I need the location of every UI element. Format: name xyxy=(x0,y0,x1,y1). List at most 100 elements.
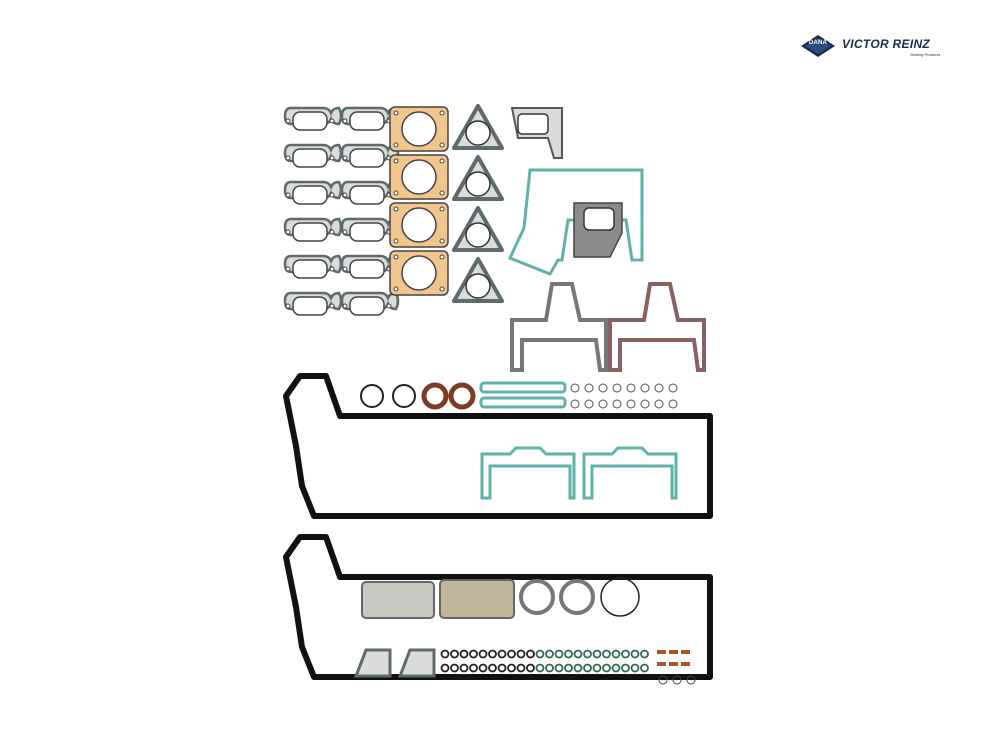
valve-stem-seal xyxy=(516,663,526,673)
manifold-gasket-port xyxy=(349,259,385,279)
bolt-hole xyxy=(439,238,445,244)
lower-cover-gasket-left xyxy=(510,282,608,372)
manifold-gasket xyxy=(283,217,343,242)
valve-stem-seal xyxy=(478,663,488,673)
valve-stem-seal xyxy=(573,663,583,673)
triangular-gasket-bore xyxy=(465,120,491,146)
bolt-hole xyxy=(342,118,348,124)
valve-cover-gasket-upper xyxy=(283,373,713,519)
valve-stem-seal xyxy=(488,649,497,659)
throttle-gasket xyxy=(439,579,515,619)
bolt-hole xyxy=(342,192,348,198)
fiber-gasket-bore xyxy=(401,111,437,147)
small-seals-and-rings xyxy=(353,381,696,685)
valve-stem-seal xyxy=(507,663,516,673)
copper-washer xyxy=(669,650,678,654)
fiber-flange-gasket xyxy=(389,154,449,200)
manifold-gasket-port xyxy=(292,148,328,168)
round-flange-gasket xyxy=(519,579,555,615)
small-o-ring xyxy=(598,399,608,409)
valve-stem-seal xyxy=(440,663,450,673)
valve-stem-seal xyxy=(459,649,469,659)
timing-cover-gaskets xyxy=(507,107,706,372)
small-o-ring xyxy=(612,399,622,409)
valve-stem-seal xyxy=(507,649,516,659)
manifold-gasket xyxy=(340,143,400,168)
valve-stem-seal xyxy=(526,663,535,673)
small-o-ring xyxy=(654,383,664,393)
valve-stem-seal xyxy=(611,649,621,659)
valve-stem-seal xyxy=(450,649,459,659)
fiber-gasket-bore xyxy=(401,159,437,195)
bolt-hole xyxy=(439,158,445,164)
small-o-ring xyxy=(640,383,650,393)
valve-stem-seal xyxy=(621,649,630,659)
valve-stem-seal xyxy=(440,649,450,659)
bolt-hole xyxy=(393,254,399,260)
triangular-gasket xyxy=(452,104,504,150)
bolt-hole xyxy=(393,206,399,212)
valve-stem-seal xyxy=(583,649,592,659)
valve-cover-gaskets xyxy=(283,373,713,680)
manifold-gasket xyxy=(340,217,400,242)
bolt-hole xyxy=(329,192,335,198)
small-o-ring xyxy=(570,399,580,409)
fiber-flange-gasket xyxy=(389,106,449,152)
valve-stem-seal xyxy=(478,649,488,659)
valve-stem-seal xyxy=(497,663,507,673)
valve-stem-seal xyxy=(554,663,564,673)
small-o-ring xyxy=(686,675,696,685)
valve-stem-seal xyxy=(545,663,554,673)
valve-stem-seal xyxy=(516,649,526,659)
manifold-gasket-port xyxy=(292,296,328,316)
manifold-gasket xyxy=(283,291,343,316)
bolt-hole xyxy=(329,118,335,124)
valve-stem-seal xyxy=(583,663,592,673)
copper-washer xyxy=(681,662,690,666)
valve-stem-seal xyxy=(535,649,545,659)
copper-washer xyxy=(669,662,678,666)
valve-stem-seal xyxy=(497,649,507,659)
bolt-hole xyxy=(329,229,335,235)
teal-plenum-gasket xyxy=(480,446,576,500)
small-flange-gasket xyxy=(353,648,392,678)
valve-stem-seal xyxy=(630,663,640,673)
triangular-flange-gaskets xyxy=(452,104,504,303)
bolt-hole xyxy=(285,229,291,235)
manifold-gasket-port xyxy=(349,222,385,242)
bolt-hole xyxy=(342,303,348,309)
bolt-hole xyxy=(439,190,445,196)
small-o-ring xyxy=(584,383,594,393)
manifold-gasket-port xyxy=(349,111,385,131)
valve-stem-seal xyxy=(630,649,640,659)
teal-strip-gasket xyxy=(479,396,567,409)
manifold-gasket xyxy=(340,180,400,205)
shaft-seal-ring xyxy=(360,384,384,408)
bolt-hole xyxy=(439,110,445,116)
bolt-hole xyxy=(393,158,399,164)
valve-stem-seal xyxy=(564,649,573,659)
bolt-hole xyxy=(439,206,445,212)
bolt-hole xyxy=(393,110,399,116)
valve-stem-seal xyxy=(469,663,478,673)
manifold-gasket-port xyxy=(349,185,385,205)
small-o-ring xyxy=(640,399,650,409)
fiber-flange-gaskets xyxy=(389,106,449,296)
valve-stem-seal xyxy=(526,649,535,659)
valve-cover-gasket-lower xyxy=(283,534,713,680)
small-cover-opening xyxy=(517,113,549,135)
bolt-hole xyxy=(329,303,335,309)
bolt-hole xyxy=(393,190,399,196)
small-o-ring xyxy=(626,399,636,409)
valve-stem-seal xyxy=(554,649,564,659)
small-flange-gasket xyxy=(397,648,436,678)
teal-strip-gasket xyxy=(479,381,567,394)
manifold-gasket xyxy=(340,291,400,316)
shaft-seal-ring xyxy=(392,384,416,408)
triangular-gasket xyxy=(452,155,504,201)
valve-stem-seal xyxy=(459,663,469,673)
valve-stem-seal xyxy=(611,663,621,673)
small-o-ring xyxy=(658,675,668,685)
fiber-gasket-bore xyxy=(401,255,437,291)
